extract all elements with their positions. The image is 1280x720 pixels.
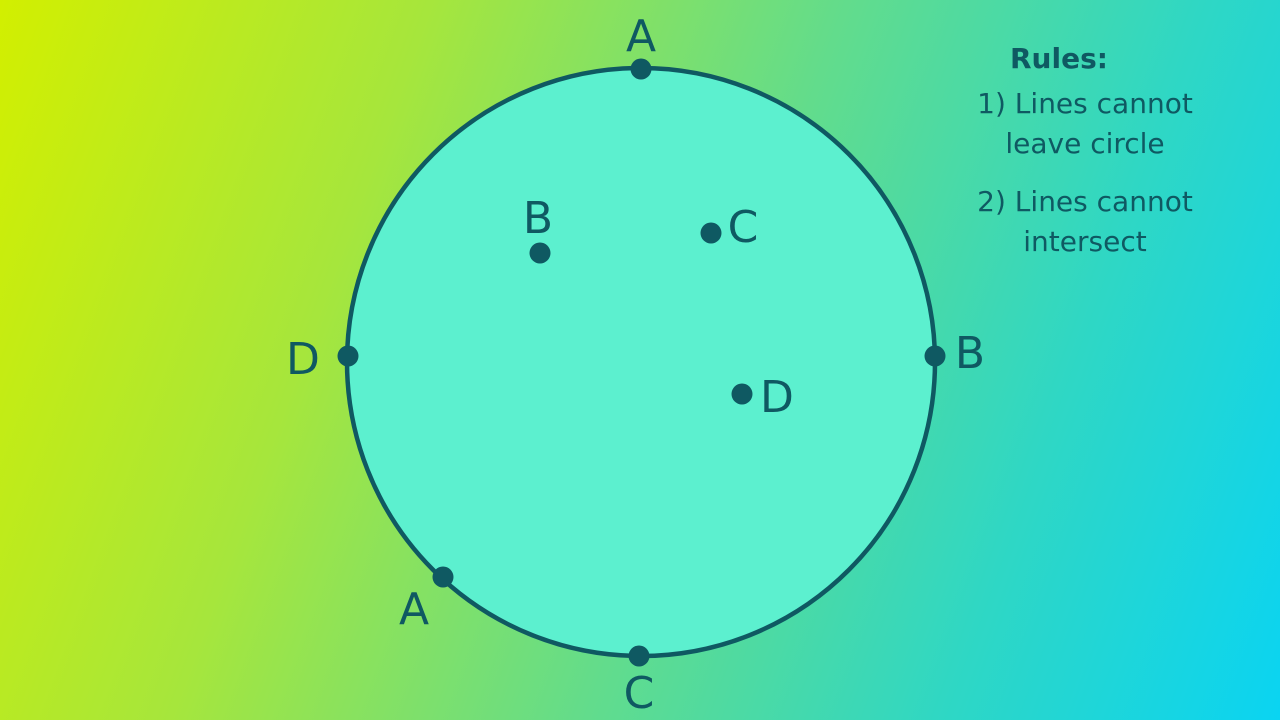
point-a-lower-dot[interactable] [432, 566, 454, 588]
point-c-bottom-dot[interactable] [628, 645, 650, 667]
point-b-right-label: B [955, 328, 985, 379]
point-a-top-label: A [626, 11, 656, 62]
rule-1-line-1: 1) Lines cannot [977, 87, 1193, 120]
point-c-bottom-label: C [624, 668, 655, 719]
point-b-inside-label: B [523, 193, 553, 244]
rule-2: 2) Lines cannot intersect [940, 182, 1230, 262]
rule-2-line-1: 2) Lines cannot [977, 185, 1193, 218]
point-b-inside-dot[interactable] [529, 242, 551, 264]
point-d-left-dot[interactable] [337, 345, 359, 367]
rules-title: Rules: [1010, 42, 1108, 75]
point-d-inside-dot[interactable] [731, 383, 753, 405]
point-a-lower-label: A [399, 584, 429, 635]
puzzle-circle [344, 65, 938, 659]
point-b-right-dot[interactable] [924, 345, 946, 367]
points-layer: A B C D B D A C [286, 11, 985, 719]
point-d-left-label: D [286, 334, 320, 385]
point-c-inside-label: C [728, 202, 759, 253]
rule-1-line-2: leave circle [1005, 127, 1165, 160]
point-c-inside-dot[interactable] [700, 222, 722, 244]
point-a-top-dot[interactable] [630, 58, 652, 80]
rule-2-line-2: intersect [1023, 225, 1147, 258]
point-d-inside-label: D [760, 372, 794, 423]
rule-1: 1) Lines cannot leave circle [940, 84, 1230, 164]
